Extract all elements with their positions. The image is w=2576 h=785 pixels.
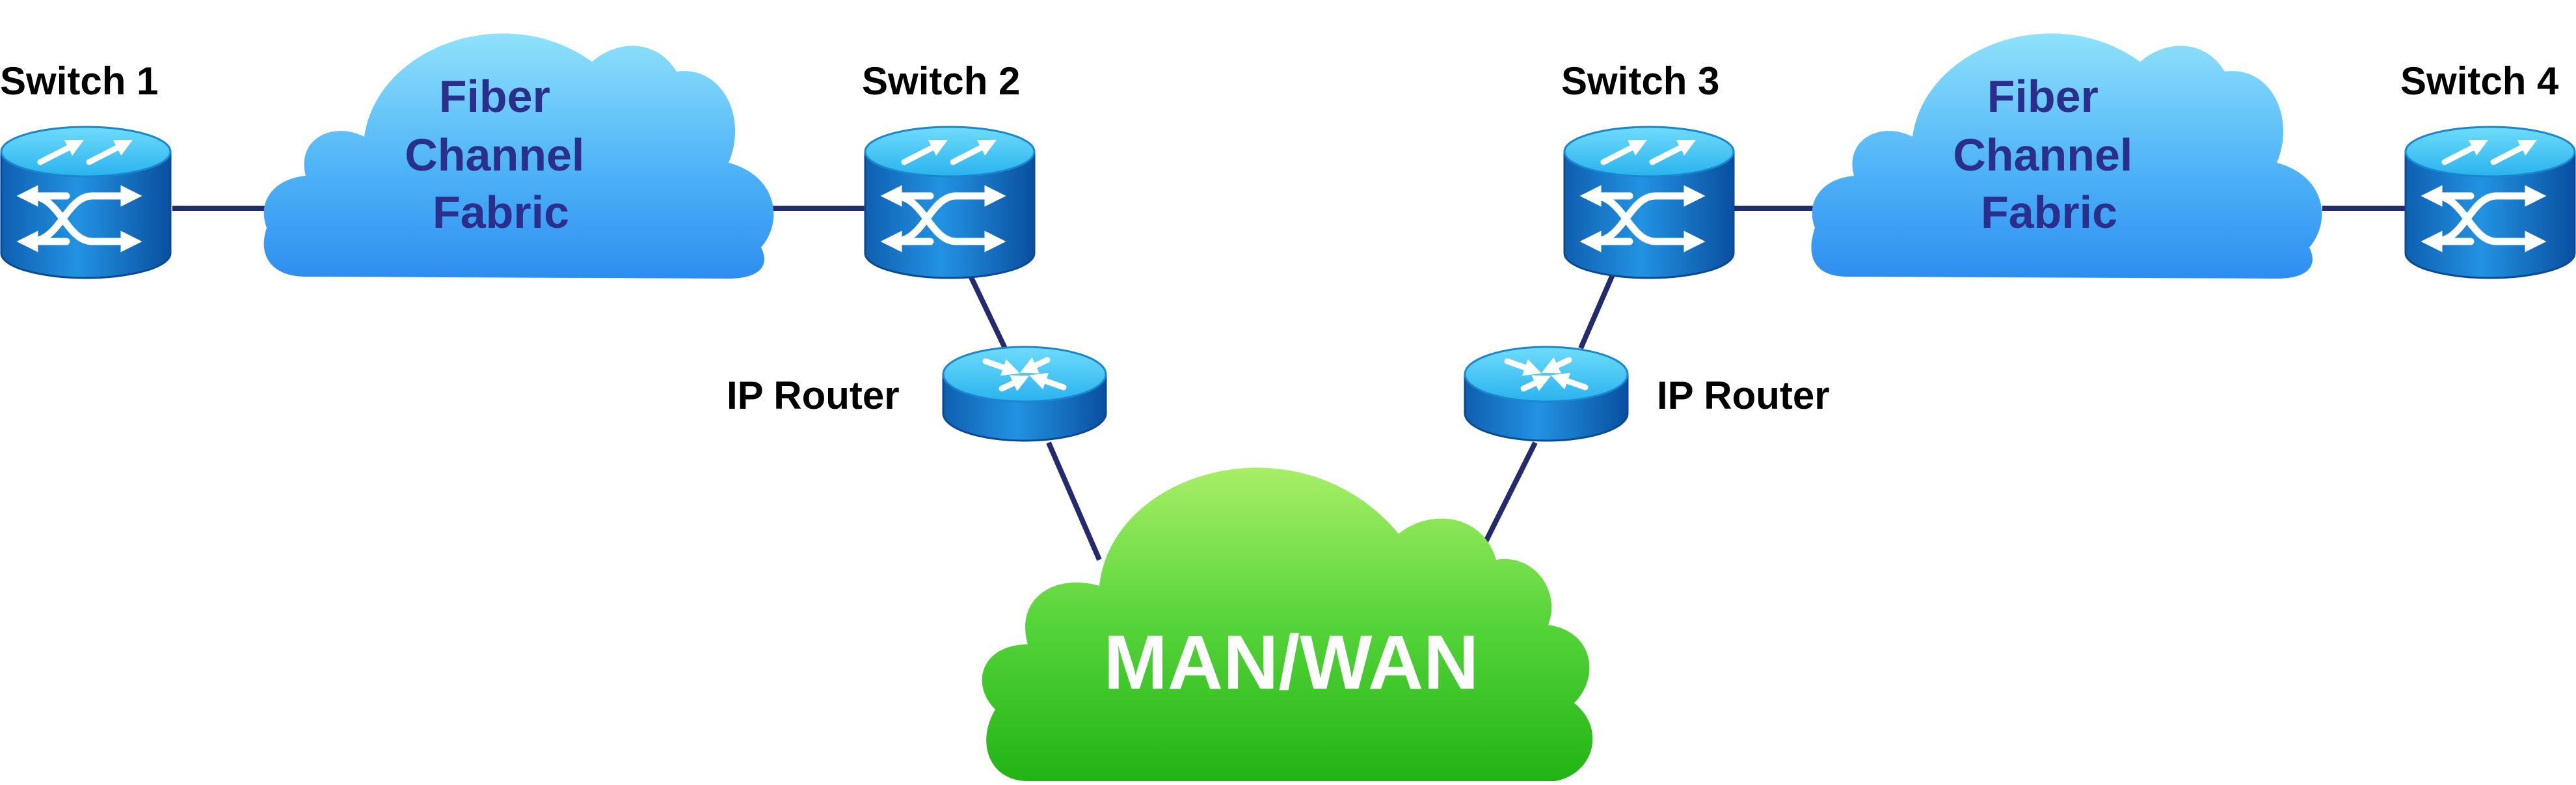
cloud-icon (982, 467, 1593, 781)
switch-2[interactable]: Switch 2 (862, 59, 1034, 278)
fc-switch-icon (1, 127, 170, 278)
man-wan-cloud: MAN/WAN (982, 467, 1593, 781)
svg-text:Fiber Channel Fabr: Fiber Channel Fabric (405, 71, 597, 238)
router-label: IP Router (1657, 374, 1830, 417)
ip-router-2[interactable]: IP Router (1465, 347, 1830, 441)
cloud-icon (263, 33, 774, 279)
fabric-cloud-line3: Fabric (1981, 187, 2117, 238)
router-icon (943, 347, 1106, 441)
router-icon (1465, 347, 1628, 441)
switch-label: Switch 2 (862, 59, 1020, 103)
switch-label: Switch 1 (0, 59, 158, 103)
fiber-channel-fabric-cloud: Fiber Channel Fabric (1811, 33, 2322, 279)
switch-4[interactable]: Switch 4 (2400, 59, 2575, 278)
fabric-cloud-line1: Fiber (439, 71, 550, 122)
ip-router-1[interactable]: IP Router (727, 347, 1106, 441)
fabric-cloud-line3: Fabric (433, 187, 569, 238)
fc-switch-icon (1564, 127, 1734, 278)
svg-text:Fiber Channel Fabr: Fiber Channel Fabric (1953, 71, 2145, 238)
man-wan-label: MAN/WAN (1104, 620, 1479, 706)
fiber-channel-fabric-cloud: Fiber Channel Fabric (263, 33, 774, 279)
switch-3[interactable]: Switch 3 (1561, 59, 1734, 278)
router-label: IP Router (727, 374, 900, 417)
fc-switch-icon (865, 127, 1034, 278)
link-router1-wan (1046, 441, 1102, 561)
switch-label: Switch 4 (2400, 59, 2559, 103)
fabric-cloud-line2: Channel (405, 130, 584, 180)
fc-switch-icon (2406, 127, 2575, 278)
link-switch3-router2 (1578, 272, 1616, 350)
fabric-cloud-line2: Channel (1953, 130, 2132, 180)
fabric-cloud-line1: Fiber (1987, 71, 2099, 122)
cloud-icon (1811, 33, 2322, 279)
links (172, 206, 2407, 581)
link-switch2-router1 (967, 272, 1008, 350)
switch-label: Switch 3 (1561, 59, 1719, 103)
switch-1[interactable]: Switch 1 (0, 59, 170, 278)
